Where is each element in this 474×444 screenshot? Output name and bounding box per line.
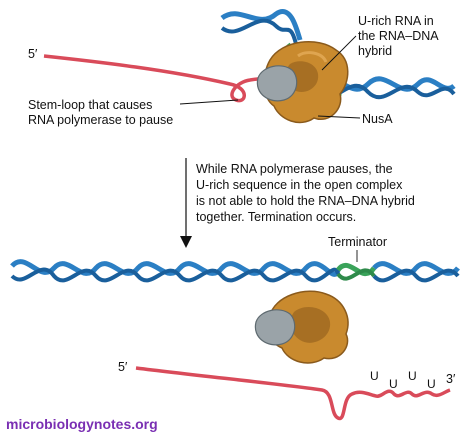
stem-loop-label-line-1: Stem-loop that causes [28,98,153,112]
terminator-strand-b [336,268,376,281]
nusa-pointer [317,115,361,119]
top-rna-strand [43,54,283,103]
released-nusa-protein [254,309,296,346]
u-rich-label-line-3: hybrid [358,44,393,58]
top-dna-strand-a [220,9,303,41]
u-rich-pointer [321,35,357,71]
u-letter-3: U [408,369,417,383]
bottom-five-prime-label: 5′ [118,360,128,374]
transition-note-line-1: While RNA polymerase pauses, the [196,162,393,176]
released-rna-polymerase [266,290,349,364]
transition-note-line-2: U-rich sequence in the open complex [196,178,403,192]
bottom-dna-helix [10,259,460,283]
terminator-label: Terminator [328,235,388,249]
watermark-text: microbiologynotes.org [6,416,158,432]
bottom-dna-strand-b [10,267,340,283]
stem-loop-label-line-2: RNA polymerase to pause [28,113,174,127]
top-nusa-protein [256,65,298,102]
transition-note-line-4: together. Termination occurs. [196,210,357,224]
transition-arrow [180,158,192,248]
stem-loop-pointer [179,99,239,105]
released-rna-strand [135,366,451,421]
top-dna-strand-b [220,18,298,45]
u-letter-4: U [427,377,436,391]
bottom-three-prime-label: 3′ [446,372,456,386]
u-letter-2: U [389,377,398,391]
u-letter-1: U [370,369,379,383]
transition-note-line-3: is not able to hold the RNA–DNA hybrid [196,194,415,208]
top-five-prime-label: 5′ [28,47,38,61]
bottom-dna-right-strand-b [372,268,460,283]
nusa-label: NusA [362,112,393,126]
u-rich-label-line-1: U-rich RNA in [358,14,434,28]
u-rich-label-line-2: the RNA–DNA [358,29,439,43]
